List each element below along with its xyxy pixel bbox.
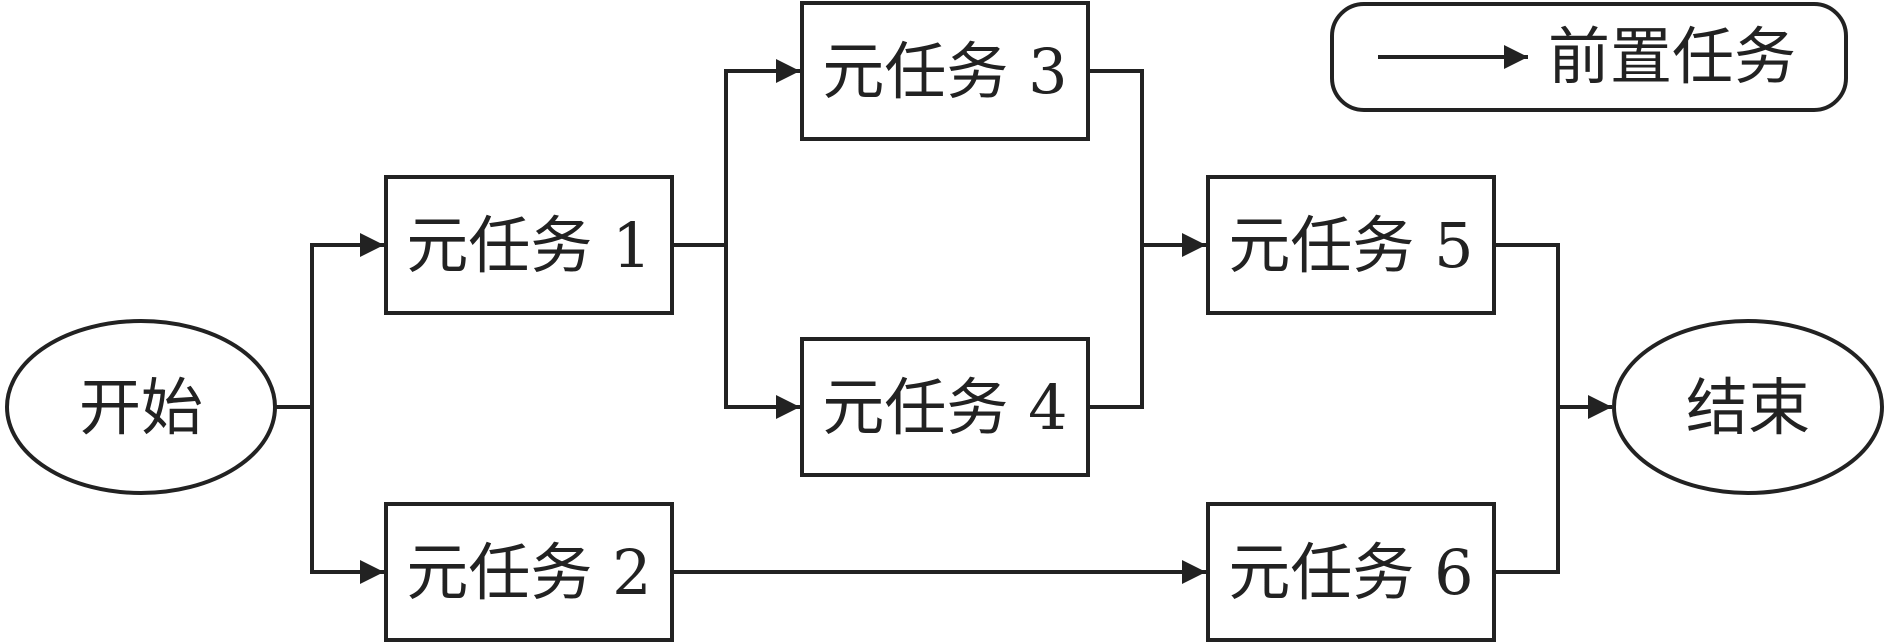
- task-node-5: 元任务 5: [1206, 175, 1496, 315]
- edges: [275, 59, 1612, 584]
- task-node-1: 元任务 1: [384, 175, 674, 315]
- task-4-label: 元任务 4: [822, 371, 1067, 444]
- task-1-box: [384, 175, 674, 315]
- edge-start-task2: [310, 407, 384, 584]
- end-node: 结束: [1612, 319, 1884, 495]
- task-2-box: [384, 502, 674, 642]
- start-label: 开始: [79, 371, 203, 444]
- task-6-label: 元任务 6: [1228, 536, 1473, 609]
- task-6-box: [1206, 502, 1496, 642]
- task-node-3: 元任务 3: [800, 1, 1090, 141]
- task-2-label: 元任务 2: [406, 536, 651, 609]
- edge-task5-end: [1494, 243, 1612, 419]
- task-5-label: 元任务 5: [1228, 209, 1473, 282]
- task-node-2: 元任务 2: [384, 502, 674, 642]
- task-3-label: 元任务 3: [822, 35, 1067, 108]
- legend-box: [1330, 2, 1848, 112]
- legend: 前置任务: [1330, 2, 1848, 112]
- legend-label: 前置任务: [1548, 20, 1796, 93]
- task-node-6: 元任务 6: [1206, 502, 1496, 642]
- edge-task1-task3: [672, 59, 800, 247]
- end-ellipse: [1612, 319, 1884, 495]
- task-3-box: [800, 1, 1090, 141]
- edge-start-task1: [275, 233, 384, 409]
- edge-task4-task5: [1088, 245, 1144, 409]
- end-label: 结束: [1686, 371, 1810, 444]
- start-node: 开始: [5, 319, 277, 495]
- task-1-label: 元任务 1: [406, 209, 651, 282]
- task-4-box: [800, 337, 1090, 477]
- task-5-box: [1206, 175, 1496, 315]
- edge-task6-end: [1494, 407, 1560, 574]
- edge-task3-task5: [1088, 69, 1206, 257]
- edge-task1-task4: [724, 245, 800, 419]
- start-ellipse: [5, 319, 277, 495]
- task-node-4: 元任务 4: [800, 337, 1090, 477]
